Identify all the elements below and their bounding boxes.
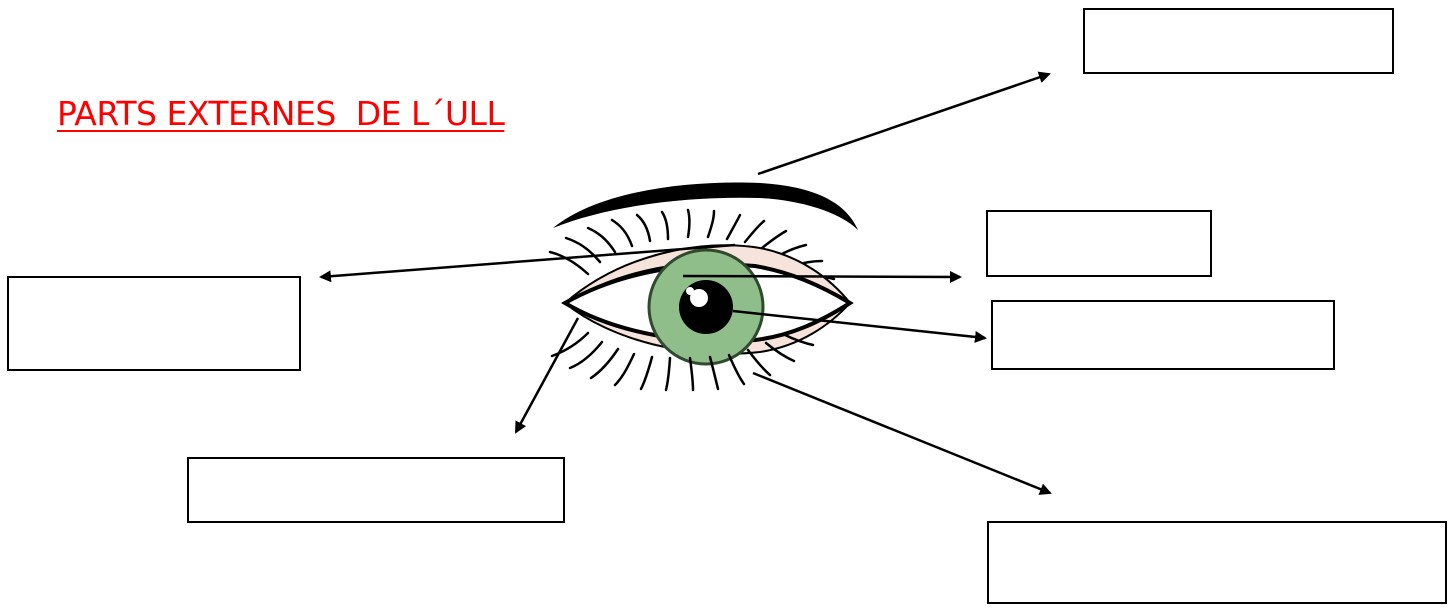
pupil <box>679 280 733 334</box>
arrow-lower <box>752 371 1052 495</box>
answer-box-pupil[interactable] <box>991 300 1335 370</box>
page-title: PARTS EXTERNES DE L´ULL <box>57 94 505 133</box>
answer-box-eyebrow[interactable] <box>1083 8 1394 74</box>
eyebrow-icon <box>553 182 858 230</box>
answer-box-eyelid[interactable] <box>7 276 301 371</box>
arrow-pupil <box>732 309 987 343</box>
arrow-lashes-left <box>514 317 580 434</box>
answer-box-lower-eyelash[interactable] <box>987 521 1447 604</box>
pointer-arrows <box>319 71 1052 495</box>
arrow-eyelid <box>319 243 736 283</box>
answer-box-upper-eyelash[interactable] <box>187 457 565 523</box>
answer-box-iris[interactable] <box>986 210 1212 277</box>
upper-eyelashes <box>548 208 836 281</box>
lower-eyelashes <box>550 331 815 392</box>
highlight-small <box>686 287 694 295</box>
highlight-large <box>690 289 708 307</box>
arrow-iris <box>682 270 962 283</box>
arrow-eyebrow <box>757 71 1051 176</box>
